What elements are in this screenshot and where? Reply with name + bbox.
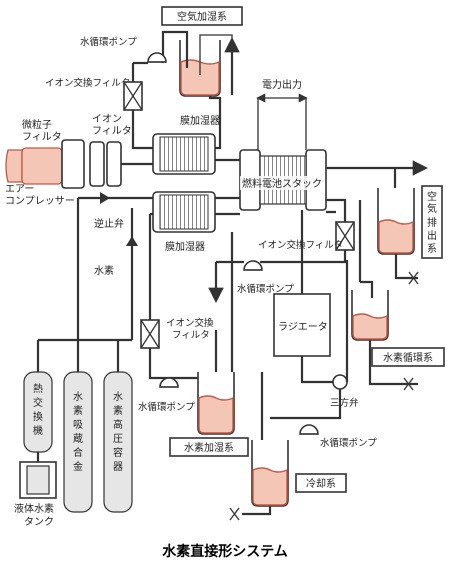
water-pump-cooling-label: 水循環ポンプ (320, 437, 377, 449)
hydrogen-circulation-tank (351, 290, 389, 341)
power-output-label: 電力出力 (262, 78, 302, 91)
hydrogen-alloy-label-2: 素 (73, 404, 83, 417)
hydrogen-humid-tank (197, 372, 235, 435)
hydrogen-hp-label-2: 素 (113, 404, 123, 417)
air-humid-pipe-in (161, 30, 189, 68)
hydrogen-alloy-label-5: 合 (73, 446, 83, 459)
cooling-label: 冷却系 (306, 477, 336, 490)
water-pump-top-label: 水循環ポンプ (80, 36, 137, 48)
ion-filter-lower-label-1: イオン交換 (166, 317, 214, 329)
water-pump-mid-icon (243, 260, 263, 271)
water-pump-mid-label: 水循環ポンプ (237, 283, 294, 295)
hydrogen-humid-label: 水素加湿系 (184, 441, 234, 454)
hydrogen-hp-label-3: 高 (113, 418, 123, 431)
fuel-cell-stack-label: 燃料電池スタック (242, 177, 322, 190)
water-pump-lower-label: 水循環ポンプ (138, 401, 195, 413)
cooling-label-box (295, 473, 347, 493)
liquid-hydrogen-tank-inner (26, 465, 50, 495)
heat-exchanger-label-4: 機 (33, 424, 43, 437)
check-valve-top-icon (100, 192, 110, 204)
heat-exchanger-label-1: 熱 (33, 382, 43, 395)
cooling-drain-valve (229, 507, 240, 521)
hydrogen-drain-valve (403, 377, 414, 391)
air-humid-system-label: 空気加湿系 (177, 10, 227, 23)
air-exhaust-label-2: 気 (427, 202, 437, 215)
water-pump-lower-icon (159, 377, 179, 388)
three-way-valve-icon (332, 374, 348, 390)
air-compressor-label-1: エアー (5, 184, 34, 195)
particle-filter-label-2: フィルタ (22, 131, 62, 143)
ion-filter-top-icon (123, 81, 143, 111)
ion-filter-lower-label-2: フィルタ (172, 330, 210, 341)
air-exhaust-label-5: 系 (427, 243, 437, 255)
membrane-humidifier-top-label: 膜加湿器 (180, 115, 220, 127)
diagram-title: 水素直接形システム (162, 543, 288, 560)
liquid-hydrogen-label-1: 液体水素 (14, 502, 54, 515)
hydrogen-circulation-label-box (371, 347, 445, 367)
air-exhaust-drain-valve (408, 271, 419, 285)
membrane-humidifier-bottom-label: 膜加湿器 (165, 241, 205, 253)
water-pump-top-icon (147, 52, 167, 63)
hydrogen-alloy-label-6: 金 (73, 460, 83, 473)
ion-filter-left-label-1: イオン (92, 113, 122, 125)
hydrogen-circulation-label: 水素循環系 (383, 351, 433, 364)
hydrogen-hp-label-5: 容 (113, 446, 123, 459)
cooling-tank (251, 440, 289, 507)
ion-filter-right-label: イオン交換フィルタ (258, 239, 343, 251)
water-pump-cooling-icon (299, 424, 319, 435)
hydrogen-hp-cylinder (103, 371, 133, 513)
membrane-humidifier-bottom (152, 191, 216, 233)
three-way-valve-label: 三方弁 (330, 397, 359, 409)
air-humid-system-label-box (161, 6, 243, 26)
air-exhaust-label-1: 空 (427, 190, 437, 203)
radiator-box (273, 293, 331, 357)
hydrogen-humid-label-box (169, 437, 249, 457)
check-valve-label: 逆止弁 (94, 217, 124, 230)
hydrogen-hp-label-1: 水 (113, 391, 123, 403)
air-exhaust-label-4: 出 (427, 229, 437, 242)
heat-exchanger-label-3: 換 (33, 411, 43, 423)
ion-filter-lower-icon (140, 319, 160, 349)
air-exhaust-label-box (421, 185, 443, 259)
radiator-label: ラジエータ (278, 321, 328, 333)
particle-filter-label-1: 微粒子 (22, 118, 52, 131)
particle-filter-icon (61, 139, 85, 189)
hydrogen-alloy-label-1: 水 (73, 391, 83, 403)
air-compressor-icon (5, 147, 63, 185)
check-valve-icon (126, 236, 138, 246)
liquid-hydrogen-label-2: タンク (24, 516, 54, 528)
ion-filter-left-icon-1 (89, 141, 105, 187)
ion-filter-top-label: イオン交換フィルタ (45, 77, 130, 89)
air-exhaust-label-3: 排 (427, 216, 437, 229)
air-compressor-label-2: コンプレッサー (5, 195, 75, 207)
hydrogen-alloy-label-4: 蔵 (73, 432, 83, 445)
hydrogen-hp-label-6: 器 (113, 461, 123, 473)
hydrogen-alloy-label-3: 吸 (73, 420, 83, 431)
ion-filter-left-icon-2 (106, 141, 122, 187)
heat-exchanger-label-2: 交 (33, 396, 43, 409)
membrane-humidifier-top (152, 133, 216, 175)
ion-filter-left-label-2: フィルタ (92, 125, 132, 137)
hydrogen-alloy-cylinder (63, 371, 93, 513)
air-exhaust-tank (377, 188, 415, 255)
hydrogen-label: 水素 (94, 264, 114, 277)
hydrogen-hp-label-4: 圧 (113, 434, 123, 445)
